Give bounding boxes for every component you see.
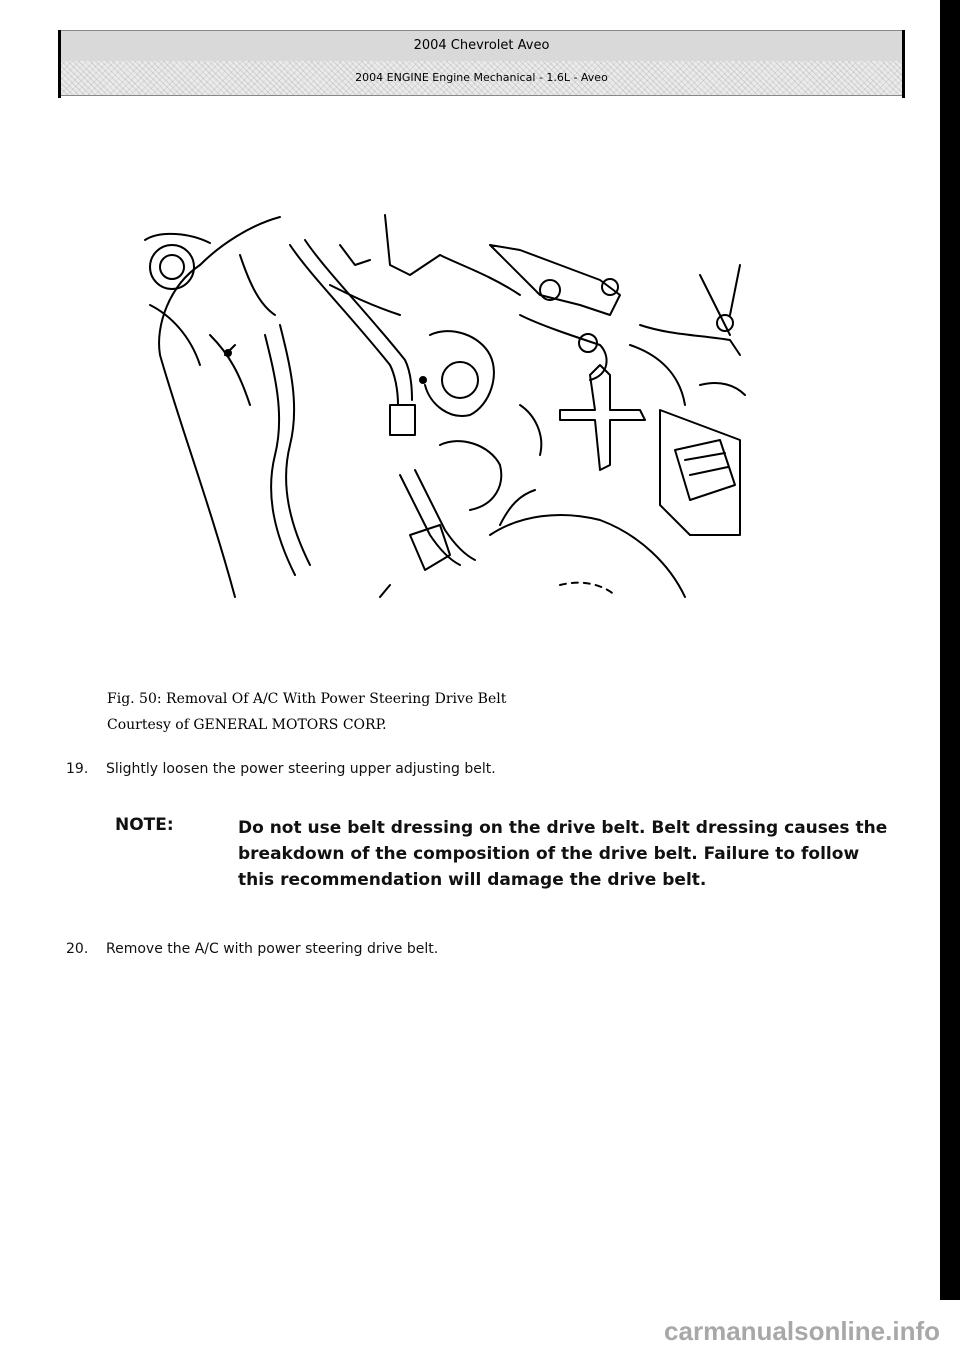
step-text: Slightly loosen the power steering upper… <box>106 761 496 777</box>
page-right-edge <box>940 0 960 1300</box>
caption-credit: Courtesy of GENERAL MOTORS CORP. <box>107 717 387 733</box>
header-title: 2004 Chevrolet Aveo <box>61 31 902 61</box>
step-19: 19. Slightly loosen the power steering up… <box>66 761 496 777</box>
engine-figure <box>140 205 750 605</box>
step-20: 20. Remove the A/C with power steering dr… <box>66 941 438 957</box>
note-label: NOTE: <box>115 815 174 835</box>
header-subtitle: 2004 ENGINE Engine Mechanical - 1.6L - A… <box>61 61 902 95</box>
caption-title: Fig. 50: Removal Of A/C With Power Steer… <box>107 691 507 707</box>
document-header: 2004 Chevrolet Aveo 2004 ENGINE Engine M… <box>61 30 902 96</box>
watermark-text: carmanualsonline.info <box>664 1316 940 1346</box>
step-number: 20. <box>66 941 89 957</box>
step-number: 19. <box>66 761 89 777</box>
step-text: Remove the A/C with power steering drive… <box>106 941 439 957</box>
right-border <box>902 30 905 98</box>
left-border <box>58 30 61 98</box>
figure-caption: Fig. 50: Removal Of A/C With Power Steer… <box>107 686 506 738</box>
note-text: Do not use belt dressing on the drive be… <box>238 818 888 890</box>
